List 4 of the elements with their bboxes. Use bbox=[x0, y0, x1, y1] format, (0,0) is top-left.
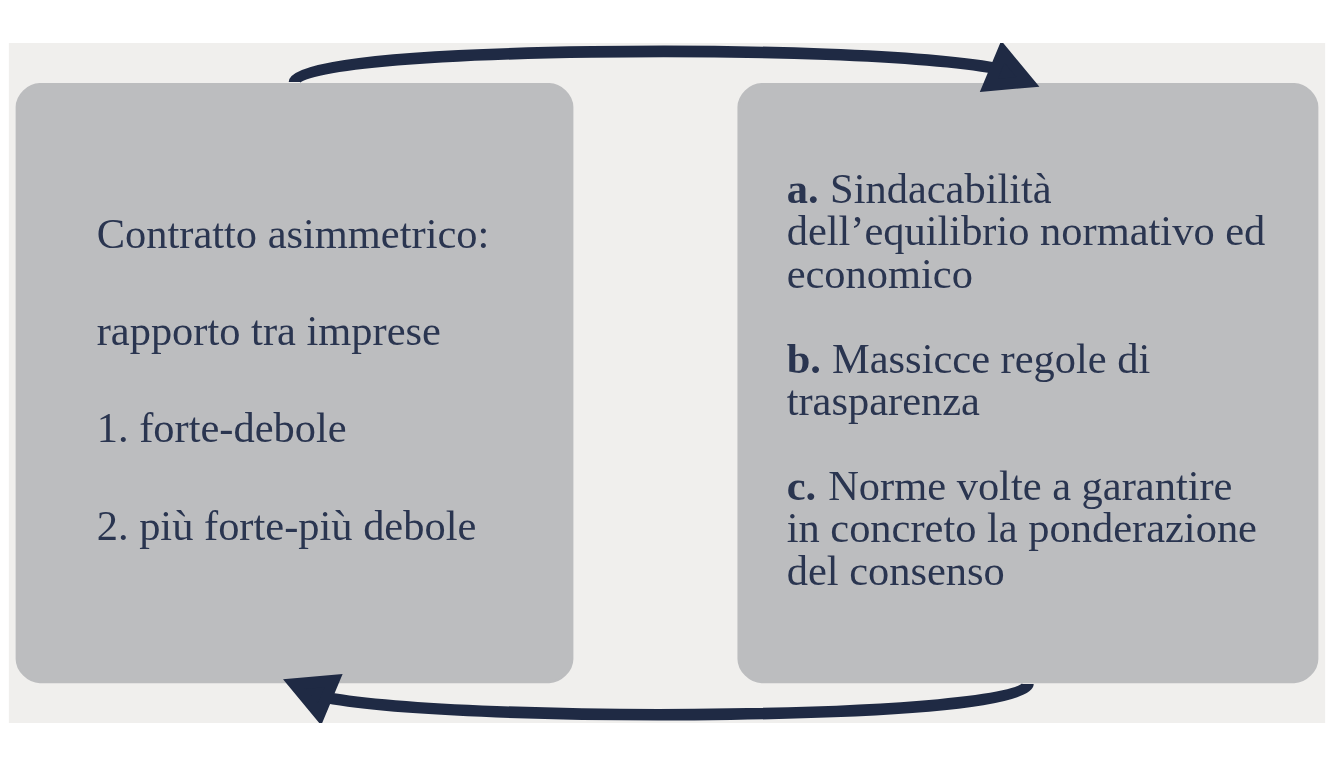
node-box: Contratto asimmetrico: rapporto tra imprese 1. forte-debole 2. più forte-più debole bbox=[15, 82, 574, 684]
arrow bbox=[291, 43, 1040, 92]
node-box: a. Sindacabilità dell’equilibrio normativo ed economico b. Massicce regole di trasparenza c. Norme volte a garantire in concreto la ponderazione del consenso bbox=[737, 82, 1319, 684]
arrow bbox=[283, 674, 1032, 723]
